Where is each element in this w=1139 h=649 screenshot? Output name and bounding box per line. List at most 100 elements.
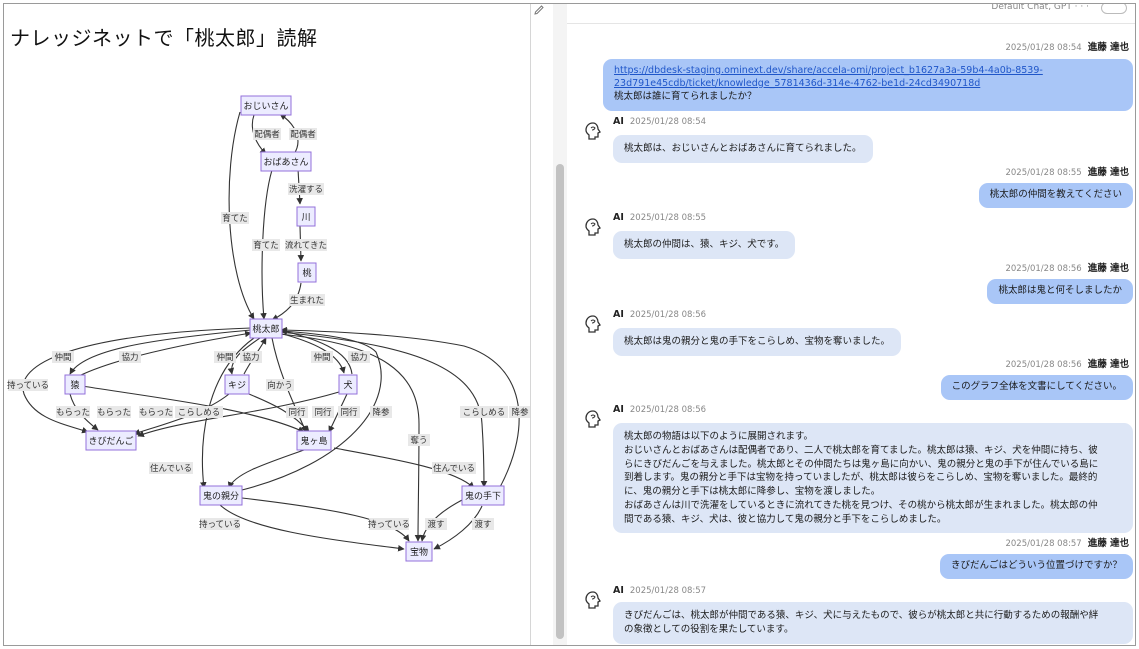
- message-line: きびだんごは、桃太郎が仲間である猿、キジ、犬に与えたもので、彼らが桃太郎と共に行…: [624, 610, 1099, 621]
- svg-text:育てた: 育てた: [222, 213, 248, 224]
- node-river[interactable]: 川: [296, 206, 316, 227]
- message-line: 桃太郎の物語は以下のように展開されます。: [624, 431, 814, 442]
- label-give1: 渡す: [425, 518, 447, 530]
- svg-text:協力: 協力: [350, 352, 367, 363]
- knowledge-link[interactable]: https://dbdesk-staging.ominext.dev/share…: [614, 65, 1043, 89]
- label-surr2: 降参: [509, 406, 530, 418]
- ai-avatar-icon: [585, 410, 601, 428]
- edge-onigashima-oniboss: [227, 449, 305, 489]
- label-has-kd: 持っている: [7, 379, 49, 391]
- label-subdue: こらしめる: [175, 406, 223, 418]
- svg-text:鬼の親分: 鬼の親分: [203, 490, 239, 502]
- graph-title: ナレッジネットで「桃太郎」読解: [10, 26, 318, 50]
- svg-text:住んでいる: 住んでいる: [433, 463, 475, 474]
- pane-divider[interactable]: [530, 4, 531, 645]
- message-line: おじいさんとおばあさんは配偶者であり、二人で桃太郎を育てました。桃太郎は猿、キジ…: [624, 444, 1098, 456]
- node-treasure[interactable]: 宝物: [405, 541, 433, 562]
- svg-text:配偶者: 配偶者: [290, 129, 316, 140]
- label-give2: 渡す: [472, 518, 494, 530]
- edge-dog-kibidango: [137, 391, 340, 438]
- edge-momotaro-monkey: [69, 329, 252, 375]
- ai-avatar-icon: [585, 591, 601, 609]
- message-line: 到着します。鬼の親分と手下は宝物を持っていましたが、桃太郎は彼らをこらしめ、宝物…: [624, 472, 1098, 484]
- node-grandma[interactable]: おばあさん: [260, 151, 312, 172]
- label-to-go: 向かう: [266, 379, 294, 391]
- pencil-icon[interactable]: [533, 4, 547, 18]
- label-coop-d: 協力: [348, 351, 370, 363]
- node-monkey[interactable]: 猿: [64, 374, 86, 395]
- user-message-bubble: 桃太郎の仲間を教えてください: [978, 183, 1133, 208]
- edge-peach-momotaro: [271, 282, 302, 321]
- svg-text:もらった: もらった: [139, 408, 173, 418]
- ai-avatar-icon: [585, 122, 601, 140]
- edge-oniboss-treasure-give: [241, 497, 410, 542]
- label-subdue2: こらしめる: [460, 406, 508, 418]
- label-coop-p: 協力: [240, 351, 262, 363]
- svg-text:仲間: 仲間: [313, 352, 330, 363]
- edge-oniboss-momotaro: [241, 328, 382, 491]
- app-window: ナレッジネットで「桃太郎」読解: [3, 3, 1136, 646]
- svg-text:生まれた: 生まれた: [290, 295, 324, 306]
- message-line: おばあさんは川で洗濯をしているときに流れてきた桃を見つけ、その桃から桃太郎が生ま…: [624, 499, 1098, 511]
- node-kibidango[interactable]: きびだんご: [85, 430, 137, 451]
- label-has-t2: 持っている: [368, 518, 410, 530]
- label-got-p: もらった: [139, 406, 173, 418]
- ai-message-bubble: 桃太郎の物語は以下のように展開されます。 おじいさんとおばあさんは配偶者であり、…: [613, 423, 1133, 534]
- svg-text:流れてきた: 流れてきた: [285, 240, 327, 251]
- label-coop-m: 協力: [119, 351, 141, 363]
- svg-text:きびだんご: きびだんご: [88, 435, 133, 447]
- knowledge-graph[interactable]: 配偶者 配偶者 洗濯する 流れてきた 生まれた 育てた 育てた 仲間 協力 持っ…: [4, 4, 530, 645]
- svg-text:宝物: 宝物: [410, 546, 428, 558]
- label-acc3: 同行: [338, 406, 360, 418]
- svg-text:奪う: 奪う: [410, 435, 427, 446]
- svg-text:こらしめる: こらしめる: [178, 408, 221, 418]
- label-steal: 奪う: [408, 434, 430, 446]
- svg-text:配偶者: 配偶者: [254, 129, 280, 140]
- user-message-bubble: https://dbdesk-staging.ominext.dev/share…: [603, 59, 1133, 111]
- svg-text:育てた: 育てた: [253, 240, 279, 251]
- node-momotaro[interactable]: 桃太郎: [249, 318, 283, 339]
- node-peach[interactable]: 桃: [297, 262, 317, 283]
- scrollbar-thumb[interactable]: [556, 164, 564, 639]
- edge-monkey-momotaro: [78, 330, 252, 377]
- svg-text:もらった: もらった: [97, 408, 131, 418]
- label-spouse1: 配偶者: [253, 128, 281, 140]
- chat-topbar: Default Chat, GPT · · ·: [567, 4, 1135, 24]
- message-line: らにきびだんごを与えました。桃太郎とその仲間たちは鬼ヶ島に向かい、鬼の親分と鬼の…: [624, 458, 1099, 470]
- svg-text:渡す: 渡す: [474, 519, 491, 530]
- ai-message-bubble: きびだんごは、桃太郎が仲間である猿、キジ、犬に与えたもので、彼らが桃太郎と共に行…: [613, 602, 1133, 644]
- label-friend-m: 仲間: [52, 351, 74, 363]
- label-live1: 住んでいる: [149, 462, 193, 474]
- node-dog[interactable]: 犬: [338, 374, 358, 395]
- scrollbar[interactable]: [553, 4, 567, 645]
- user-message-bubble: このグラフ全体を文書にしてください。: [940, 375, 1133, 400]
- edge-oniminion-momotaro: [280, 326, 520, 490]
- node-pheasant[interactable]: キジ: [224, 374, 250, 395]
- message-line: 間である猿、キジ、犬は、彼と協力して鬼の親分と手下をこらしめました。: [624, 513, 947, 525]
- topbar-text: Default Chat, GPT · · ·: [991, 4, 1089, 12]
- svg-text:仲間: 仲間: [54, 352, 71, 363]
- label-friend-d: 仲間: [311, 351, 333, 363]
- svg-text:犬: 犬: [343, 379, 352, 391]
- svg-text:住んでいる: 住んでいる: [150, 463, 192, 474]
- label-surr1: 降参: [370, 406, 392, 418]
- edge-oniminion-treasure-give: [433, 505, 483, 550]
- svg-text:同行: 同行: [340, 407, 358, 418]
- node-onigashima[interactable]: 鬼ヶ島: [296, 430, 332, 451]
- svg-text:持っている: 持っている: [368, 519, 410, 530]
- node-grandpa[interactable]: おじいさん: [240, 95, 292, 116]
- edge-momotaro-pheasant: [227, 337, 261, 375]
- svg-text:こらしめる: こらしめる: [463, 408, 506, 418]
- node-oni-boss[interactable]: 鬼の親分: [199, 485, 243, 506]
- node-oni-minion[interactable]: 鬼の手下: [461, 485, 505, 506]
- edge-momotaro-treasure: [278, 333, 422, 542]
- label-wash: 洗濯する: [288, 183, 324, 195]
- label-spouse2: 配偶者: [289, 128, 317, 140]
- topbar-toggle[interactable]: [1101, 4, 1127, 14]
- graph-pane: ナレッジネットで「桃太郎」読解: [4, 4, 530, 645]
